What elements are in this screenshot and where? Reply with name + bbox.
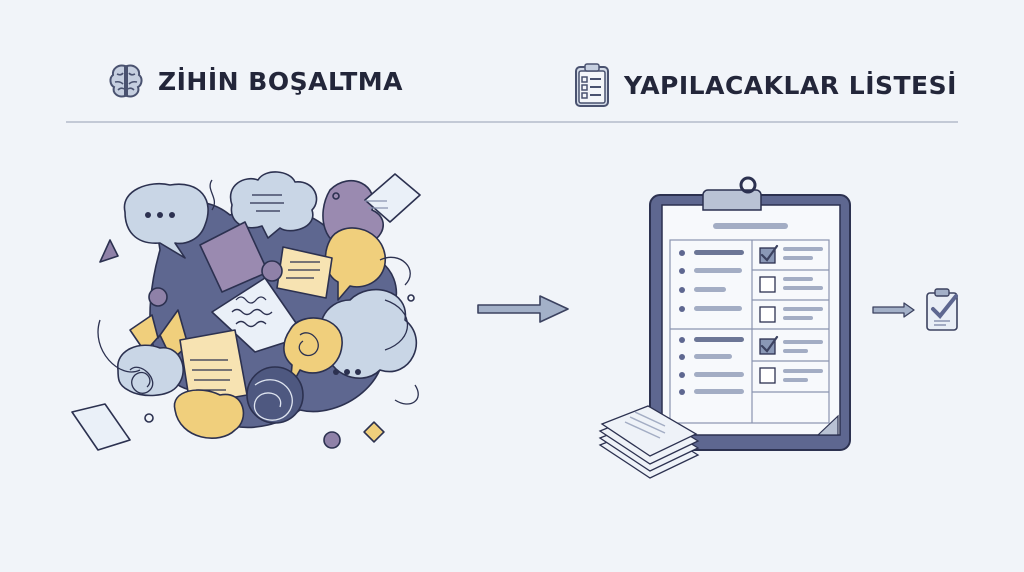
arrow-right-icon bbox=[477, 295, 569, 323]
small-arrow-right-icon bbox=[872, 302, 915, 318]
brain-dump-illustration bbox=[71, 171, 421, 451]
brain-dump-header: ZİHİN BOŞALTMA bbox=[108, 62, 403, 100]
todo-clipboard-illustration bbox=[598, 176, 851, 479]
clipboard-check-icon bbox=[926, 288, 958, 331]
brain-dump-title: ZİHİN BOŞALTMA bbox=[158, 66, 404, 96]
header-divider bbox=[66, 121, 958, 123]
thought-cloud-icon bbox=[229, 171, 318, 239]
todo-list-title: YAPILACAKLAR LİSTESİ bbox=[624, 70, 957, 100]
brain-icon bbox=[109, 64, 143, 98]
clipboard-list-icon bbox=[575, 63, 609, 107]
todo-list-header: YAPILACAKLAR LİSTESİ bbox=[574, 62, 957, 108]
speech-bubble-icon bbox=[123, 183, 209, 259]
